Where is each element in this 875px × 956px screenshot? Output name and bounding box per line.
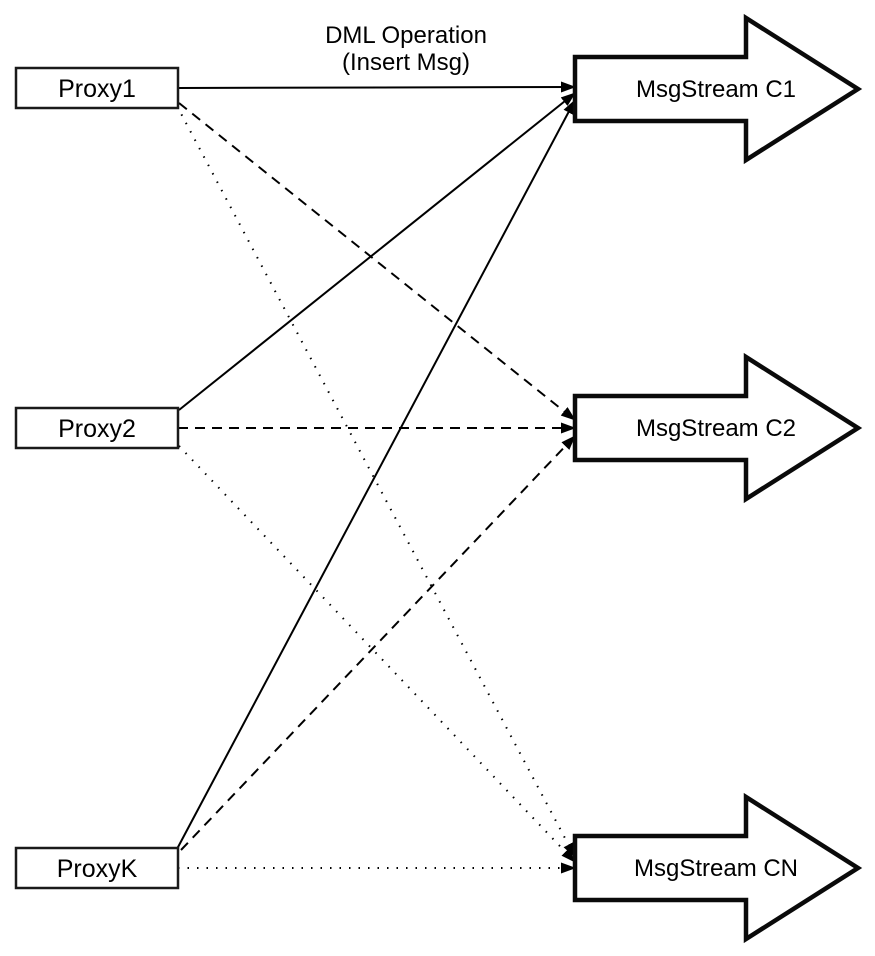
msgstream-c1-label: MsgStream C1 bbox=[636, 76, 796, 103]
proxy1-label: Proxy1 bbox=[58, 75, 136, 103]
node-msgstream-c1: MsgStream C1 bbox=[572, 13, 863, 165]
node-msgstream-cn: MsgStream CN bbox=[572, 792, 863, 944]
proxy1-box bbox=[14, 66, 180, 110]
edge-proxy1-to-c2-dashed-line bbox=[178, 102, 576, 421]
msgstream-c2-arrow-shape bbox=[572, 352, 863, 504]
node-proxy1: Proxy1 bbox=[14, 66, 180, 110]
edge-proxy1-to-cn-dotted-line bbox=[176, 105, 576, 858]
node-msgstream-c2: MsgStream C2 bbox=[572, 352, 863, 504]
proxy2-label: Proxy2 bbox=[58, 415, 136, 443]
node-proxyk: ProxyK bbox=[14, 846, 180, 890]
msgstream-c2-label: MsgStream C2 bbox=[636, 415, 796, 442]
node-proxy2: Proxy2 bbox=[14, 406, 180, 450]
msgstream-c1-arrow-shape bbox=[572, 13, 863, 165]
edge-proxyk-to-c2-dashed-line bbox=[180, 435, 576, 851]
proxyk-label: ProxyK bbox=[57, 855, 138, 883]
diagram-title-line2: (Insert Msg) bbox=[342, 49, 470, 76]
msgstream-cn-arrow-shape bbox=[572, 792, 863, 944]
edge-proxy1-to-c1-solid-line bbox=[177, 81, 576, 93]
edge-proxy2-to-cn-dotted-line bbox=[178, 445, 576, 863]
msgstream-cn-label: MsgStream CN bbox=[634, 855, 798, 882]
proxy2-box bbox=[14, 406, 180, 450]
proxyk-box bbox=[14, 846, 180, 890]
edge-proxyk-to-c1-solid-line bbox=[176, 99, 576, 850]
edge-proxy2-to-c1-solid-line bbox=[178, 92, 576, 411]
diagram-title-line1: DML Operation bbox=[325, 22, 487, 49]
